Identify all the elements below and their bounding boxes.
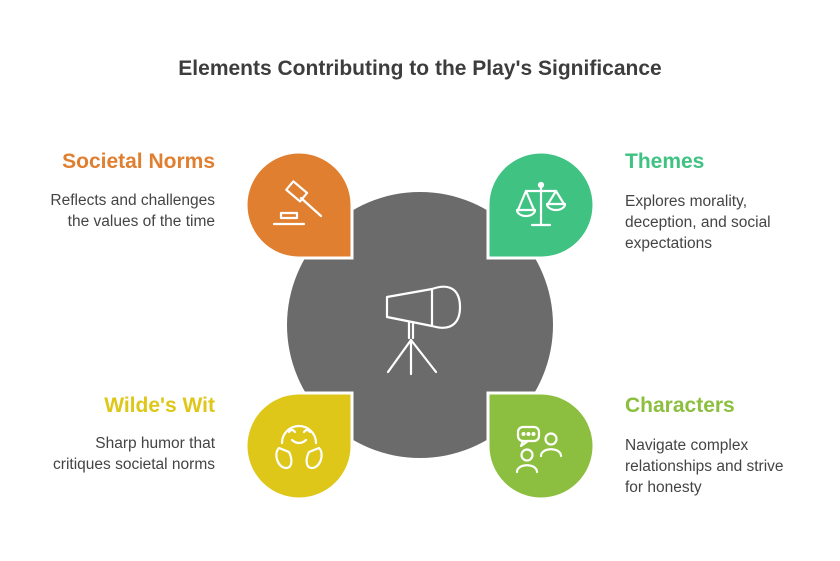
laughing-face-icon [275, 424, 323, 470]
diagram-title: Elements Contributing to the Play's Sign… [178, 57, 662, 80]
gavel-icon [272, 180, 323, 226]
characters-description-line-1: Navigate complex [625, 437, 749, 454]
characters-description: Navigate complex relationships and striv… [625, 435, 784, 498]
wildes-wit-description: Sharp humor that critiques societal norm… [53, 433, 215, 475]
societal-norms-description-line-1: Reflects and challenges [50, 192, 215, 209]
node-wildes-wit [244, 391, 354, 501]
characters-description-line-2: relationships and strive [625, 458, 784, 475]
wildes-wit-description-line-2: critiques societal norms [53, 456, 215, 473]
scales-icon [515, 181, 567, 227]
themes-description-line-3: expectations [625, 235, 713, 252]
societal-norms-description-line-2: the values of the time [67, 213, 215, 230]
characters-description-line-3: for honesty [625, 479, 702, 496]
themes-description-line-2: deception, and social [625, 214, 771, 231]
node-societal-norms [244, 150, 354, 260]
themes-description-line-1: Explores morality, [625, 193, 748, 210]
wildes-wit-description-line-1: Sharp humor that [95, 435, 215, 452]
societal-norms-description: Reflects and challenges the values of th… [50, 190, 215, 232]
megaphone-on-tripod-icon [385, 285, 462, 376]
wildes-wit-heading: Wilde's Wit [104, 394, 215, 417]
characters-heading: Characters [625, 394, 735, 417]
themes-description: Explores morality, deception, and social… [625, 191, 771, 254]
themes-heading: Themes [625, 150, 705, 173]
societal-norms-heading: Societal Norms [62, 150, 215, 173]
node-characters [486, 391, 596, 501]
people-talking-icon [515, 425, 563, 474]
